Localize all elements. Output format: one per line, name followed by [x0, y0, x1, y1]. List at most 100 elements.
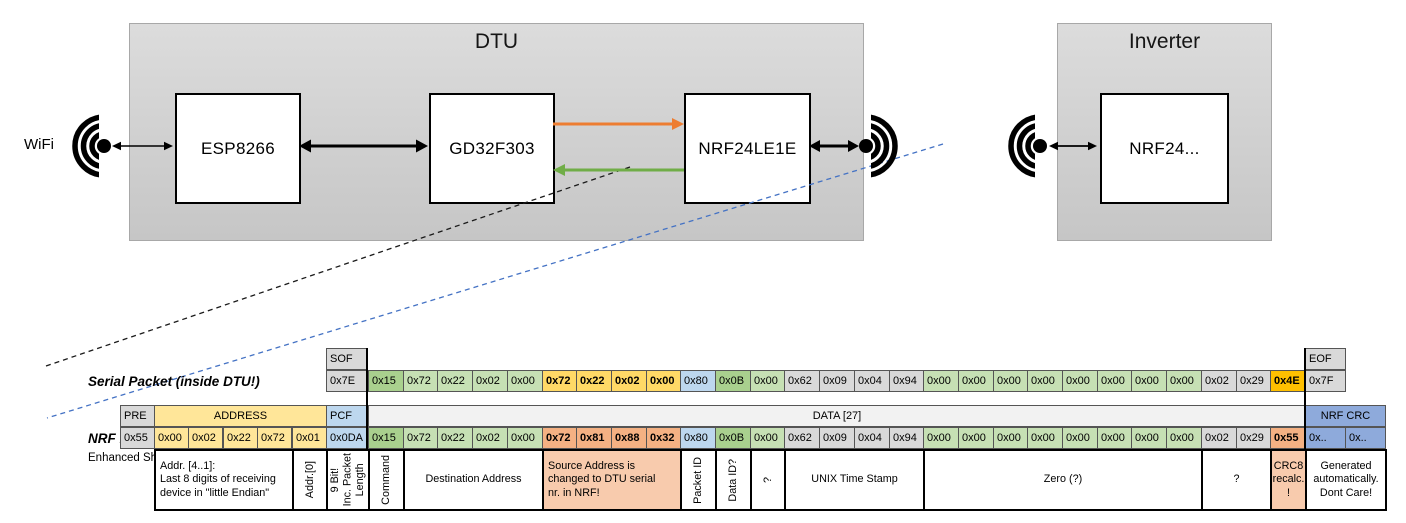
- eof-crc-divider-line: [1304, 348, 1306, 449]
- nrf-byte-cell: 0x72: [542, 427, 578, 449]
- nrf-byte-cell: 0x00: [750, 427, 786, 449]
- annotation-cell: Generated automatically. Dont Care!: [1305, 449, 1387, 511]
- serial-byte-cell: 0x72: [403, 370, 439, 392]
- sof-pcf-divider-line: [366, 348, 368, 449]
- nrf-byte-cell: 0x94: [889, 427, 925, 449]
- nrf-byte-cell: 0x00: [507, 427, 543, 449]
- nrf-byte-cell: 0x00: [1027, 427, 1063, 449]
- nrf-crc-byte-cell: 0x..: [1345, 427, 1386, 449]
- nrf-byte-cell: 0x00: [1062, 427, 1098, 449]
- serial-byte-cell: 0x00: [646, 370, 682, 392]
- nrf-pre-byte-cell: 0x55: [120, 427, 155, 449]
- nrf-byte-cell: 0x00: [1166, 427, 1202, 449]
- serial-byte-cell: 0x22: [437, 370, 473, 392]
- nrf-crc-header-cell: NRF CRC: [1305, 405, 1386, 427]
- pre-header-cell: PRE: [120, 405, 155, 427]
- annotation-cell: Addr.[0]: [292, 449, 328, 511]
- serial-byte-cell: 0x00: [958, 370, 994, 392]
- inverter-box: Inverter: [1057, 23, 1272, 241]
- serial-byte-cell: 0x00: [1062, 370, 1098, 392]
- annotation-cell: Command: [368, 449, 405, 511]
- inverter-title: Inverter: [1128, 30, 1201, 53]
- serial-byte-cell: 0x29: [1236, 370, 1272, 392]
- annotation-cell: Addr. [4..1]: Last 8 digits of receiving…: [154, 449, 294, 511]
- nrf-byte-cell: 0x02: [472, 427, 508, 449]
- nrf-byte-cell: 0x55: [1270, 427, 1306, 449]
- annotation-text: Data ID?: [727, 458, 740, 502]
- serial-byte-cell: 0x62: [784, 370, 820, 392]
- nrf-byte-cell: 0x0B: [715, 427, 751, 449]
- serial-byte-cell: 0x4E: [1270, 370, 1306, 392]
- nrf-byte-cell: 0x00: [958, 427, 994, 449]
- sof-header-cell: SOF: [326, 348, 368, 370]
- serial-byte-cell: 0x02: [472, 370, 508, 392]
- annotation-text: Command: [380, 455, 393, 505]
- annotation-cell: Source Address is changed to DTU serial …: [542, 449, 683, 511]
- nrf-byte-cell: 0x32: [646, 427, 682, 449]
- annotation-cell: Zero (?): [923, 449, 1203, 511]
- nrf-byte-cell: 0x22: [437, 427, 473, 449]
- nrf-byte-cell: 0x04: [854, 427, 890, 449]
- serial-byte-cell: 0x80: [680, 370, 716, 392]
- annotation-cell: UNIX Time Stamp: [784, 449, 925, 511]
- node-gd32f303: GD32F303: [429, 93, 555, 204]
- nrf-byte-cell: 0x09: [819, 427, 855, 449]
- nrf-byte-cell: 0x00: [993, 427, 1029, 449]
- nrf-address-byte-cell: 0x22: [223, 427, 258, 449]
- nrf-address-byte-cell: 0x02: [188, 427, 223, 449]
- serial-byte-cell: 0x00: [1166, 370, 1202, 392]
- annotation-text: ?: [762, 476, 775, 483]
- node-nrf24le1e: NRF24LE1E: [684, 93, 811, 204]
- serial-byte-cell: 0x00: [1097, 370, 1133, 392]
- annotation-cell: 9 Bit! Inc. Packet Length: [326, 449, 370, 511]
- serial-byte-cell: 0x0B: [715, 370, 751, 392]
- serial-byte-cell: 0x04: [854, 370, 890, 392]
- annotation-cell: CRC8 recalc. !: [1270, 449, 1307, 511]
- nrf-byte-cell: 0x15: [368, 427, 404, 449]
- serial-byte-cell: 0x15: [368, 370, 404, 392]
- annotation-cell: Packet ID: [680, 449, 717, 511]
- serial-eof-byte-cell: 0x7F: [1305, 370, 1346, 392]
- dtu-title: DTU: [474, 30, 519, 53]
- nrf-address-byte-cell: 0x01: [292, 427, 327, 449]
- serial-byte-cell: 0x00: [923, 370, 959, 392]
- node-inverter-nrf24-label: NRF24...: [1129, 138, 1200, 158]
- serial-byte-cell: 0x94: [889, 370, 925, 392]
- serial-byte-cell: 0x00: [507, 370, 543, 392]
- annotation-cell: ?: [1201, 449, 1272, 511]
- nrf-byte-cell: 0x29: [1236, 427, 1272, 449]
- nrf-pcf-byte-cell: 0x0DA: [326, 427, 368, 449]
- data-header-cell: DATA [27]: [368, 405, 1306, 427]
- nrf-byte-cell: 0x80: [680, 427, 716, 449]
- nrf-byte-cell: 0x00: [923, 427, 959, 449]
- nrf-byte-cell: 0x00: [1131, 427, 1167, 449]
- annotation-text: Addr.[0]: [303, 461, 316, 499]
- nrf-byte-cell: 0x72: [403, 427, 439, 449]
- nrf-byte-cell: 0x02: [1201, 427, 1237, 449]
- nrf-crc-byte-cell: 0x..: [1305, 427, 1346, 449]
- node-nrf24le1e-label: NRF24LE1E: [698, 138, 797, 158]
- annotation-text: Packet ID: [692, 456, 705, 504]
- serial-byte-cell: 0x00: [1131, 370, 1167, 392]
- nrf-byte-cell: 0x81: [576, 427, 612, 449]
- annotation-cell: ?: [750, 449, 787, 511]
- address-header-cell: ADDRESS: [154, 405, 327, 427]
- serial-byte-cell: 0x00: [993, 370, 1029, 392]
- serial-byte-cell: 0x00: [750, 370, 786, 392]
- node-esp8266: ESP8266: [175, 93, 301, 204]
- annotation-text: 9 Bit! Inc. Packet Length: [329, 453, 367, 507]
- serial-byte-cell: 0x02: [1201, 370, 1237, 392]
- wifi-label: WiFi: [24, 136, 54, 153]
- node-gd32f303-label: GD32F303: [449, 138, 535, 158]
- node-inverter-nrf24: NRF24...: [1100, 93, 1229, 204]
- serial-byte-cell: 0x22: [576, 370, 612, 392]
- wifi-icon-left: [72, 114, 111, 178]
- nrf-byte-cell: 0x62: [784, 427, 820, 449]
- serial-sof-byte-cell: 0x7E: [326, 370, 368, 392]
- nrf-address-byte-cell: 0x72: [257, 427, 292, 449]
- annotation-cell: Destination Address: [403, 449, 544, 511]
- serial-packet-label: Serial Packet (inside DTU!): [88, 373, 260, 389]
- nrf-address-byte-cell: 0x00: [154, 427, 189, 449]
- pcf-header-cell: PCF: [326, 405, 368, 427]
